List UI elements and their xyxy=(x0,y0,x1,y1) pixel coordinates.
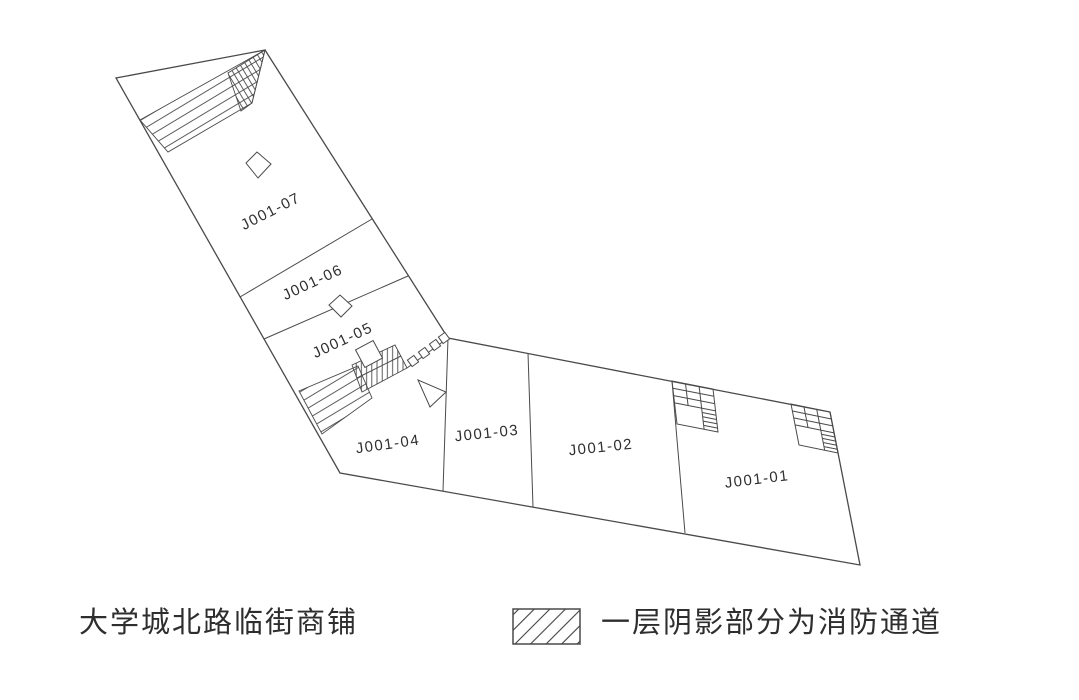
stair-landing-square xyxy=(354,339,384,369)
stair-block-east-col xyxy=(816,409,826,451)
stair-block-west-step xyxy=(703,420,718,425)
edge-tooth-column-4 xyxy=(437,331,451,345)
legend-site-label: 大学城北路临街商铺 xyxy=(79,607,359,639)
divider-j00103-j00102 xyxy=(527,352,534,508)
stair-block-west-col xyxy=(698,386,705,430)
stair-block-west-row xyxy=(672,387,714,397)
column-square-j00107 xyxy=(245,151,272,179)
stair-block-west-step xyxy=(702,416,717,420)
stair-block-east-col xyxy=(803,406,809,428)
fire-corridor-north-stair-treads xyxy=(227,49,266,112)
fire-corridor-mid-hatch xyxy=(298,365,373,435)
unit-label-J001-03: J001-03 xyxy=(454,422,520,446)
stair-block-east-step xyxy=(822,437,836,442)
edge-tooth-column-1 xyxy=(406,354,420,368)
divider-j00102-j00101 xyxy=(671,380,686,534)
stair-block-east-row xyxy=(792,410,832,420)
legend-hatch-swatch xyxy=(512,608,581,645)
stair-block-west-row xyxy=(674,402,716,412)
stair-block-west-col xyxy=(685,383,689,406)
floorplan-shapes xyxy=(114,49,861,645)
stair-block-east-row xyxy=(793,417,833,427)
stair-block-east-step xyxy=(821,433,835,438)
edge-tooth-column-3 xyxy=(428,338,442,352)
stair-block-east-step xyxy=(823,446,838,450)
unit-label-J001-04: J001-04 xyxy=(355,432,421,458)
legend-fire-lane-note: 一层阴影部分为消防通道 xyxy=(601,607,943,639)
unit-label-J001-07: J001-07 xyxy=(238,189,303,234)
stair-block-east-row xyxy=(794,424,835,434)
unit-label-J001-01: J001-01 xyxy=(724,467,790,492)
entry-wedge-triangle xyxy=(417,379,447,408)
stair-block-east-step xyxy=(823,442,837,446)
divider-j00107-j00106 xyxy=(239,218,373,298)
unit-label-J001-02: J001-02 xyxy=(568,436,634,460)
stair-band-mid-rail xyxy=(356,355,402,379)
stair-block-west-step xyxy=(702,412,717,416)
stair-block-west-row xyxy=(673,395,715,405)
column-square-j00106 xyxy=(328,294,353,318)
divider-j00104-j00103 xyxy=(442,337,449,492)
stair-block-west-step xyxy=(703,424,718,429)
edge-tooth-column-2 xyxy=(417,346,431,360)
